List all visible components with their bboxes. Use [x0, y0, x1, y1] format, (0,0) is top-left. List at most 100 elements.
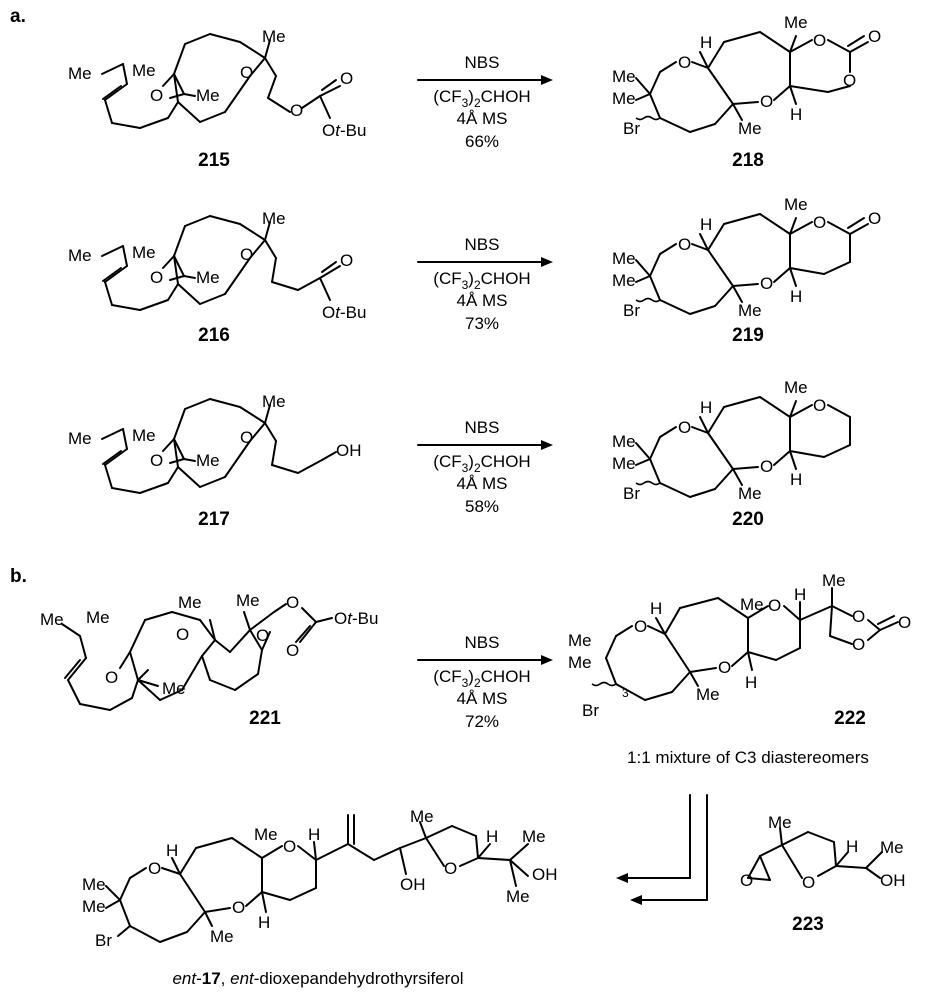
hydroxyl-label: OH — [336, 441, 362, 460]
me-label: Me — [68, 246, 92, 265]
sieves-text: 4Å MS — [456, 474, 507, 493]
hydrogen-label: H — [700, 398, 712, 417]
compound-number: 222 — [834, 708, 866, 729]
oxygen-label: O — [678, 235, 691, 254]
me-label: Me — [506, 887, 530, 906]
me-label: Me — [568, 653, 592, 672]
me-label: Me — [262, 209, 286, 228]
oxygen-label: O — [740, 871, 753, 890]
molecule-ent-17: Me Me O H Br O Me H Me O H OH Me O H Me … — [82, 807, 558, 950]
compound-number: 216 — [198, 325, 230, 346]
hydrogen-label: H — [166, 841, 178, 860]
me-label: Me — [86, 608, 110, 627]
oxygen-label: O — [240, 428, 253, 447]
final-product-name: ent-17, ent-dioxepandehydrothyrsiferol — [172, 969, 463, 988]
oxygen-label: O — [718, 658, 731, 677]
oxygen-label: O — [678, 53, 691, 72]
solvent-text: (CF3)2CHOH — [433, 87, 530, 110]
conditions-1: NBS (CF3)2CHOH 4Å MS 66% — [433, 53, 530, 151]
oxygen-label: O — [232, 898, 245, 917]
me-label: Me — [880, 838, 904, 857]
me-label: Me — [784, 378, 808, 397]
molecule-222: Me Me O H Br 3 O Me H Me O H Me O O O 22… — [568, 571, 911, 729]
reagent-text: NBS — [465, 235, 500, 254]
yield-text: 73% — [465, 314, 499, 333]
me-label: Me — [254, 825, 278, 844]
bromine-label: Br — [623, 301, 640, 320]
reagent-text: NBS — [465, 633, 500, 652]
hydrogen-label: H — [258, 913, 270, 932]
bromine-label: Br — [623, 484, 640, 503]
oxygen-label: O — [286, 641, 299, 660]
hydrogen-label: H — [790, 105, 802, 124]
me-label: Me — [568, 631, 592, 650]
compound-number: 215 — [198, 150, 230, 171]
panel-label-b: b. — [10, 566, 27, 587]
me-label: Me — [738, 301, 762, 320]
me-label: Me — [740, 595, 764, 614]
me-label: Me — [822, 571, 846, 590]
me-label: Me — [262, 392, 286, 411]
me-label: Me — [696, 685, 720, 704]
me-label: Me — [522, 827, 546, 846]
oxygen-label: O — [634, 617, 647, 636]
me-label: Me — [784, 195, 808, 214]
oxygen-label: O — [768, 596, 781, 615]
reaction-arrow-2 — [417, 257, 553, 267]
oxygen-label: O — [340, 69, 353, 88]
compound-number: 221 — [249, 708, 281, 729]
hydroxyl-label: OH — [532, 865, 558, 884]
me-label: Me — [196, 451, 220, 470]
panel-label-a: a. — [10, 6, 26, 27]
me-label: Me — [82, 875, 106, 894]
me-label: Me — [612, 271, 636, 290]
me-label: Me — [162, 679, 186, 698]
compound-number: 223 — [792, 914, 824, 935]
reaction-arrow-4 — [417, 655, 553, 665]
molecule-218: Me Me O H Br O Me H Me O O O 218 — [612, 13, 881, 171]
oxygen-label: O — [290, 101, 303, 120]
hydrogen-label: H — [794, 585, 806, 604]
compound-number: 220 — [732, 509, 764, 530]
me-label: Me — [768, 813, 792, 832]
me-label: Me — [178, 593, 202, 612]
molecule-217: Me Me O Me O Me OH 217 — [68, 392, 362, 530]
multi-step-arrow — [616, 794, 708, 905]
oxygen-label: O — [444, 859, 457, 878]
me-label: Me — [738, 119, 762, 138]
oxygen-label: O — [813, 213, 826, 232]
me-label: Me — [612, 67, 636, 86]
yield-text: 58% — [465, 497, 499, 516]
bromine-label: Br — [95, 931, 112, 950]
molecule-220: Me Me O H Br O Me H Me O 220 — [612, 378, 851, 530]
oxygen-label: O — [852, 635, 865, 654]
me-label: Me — [210, 927, 234, 946]
oxygen-label: O — [852, 607, 865, 626]
sieves-text: 4Å MS — [456, 689, 507, 708]
molecule-221: Me Me O Me O Me Me O O O Ot-Bu 221 — [40, 591, 378, 729]
solvent-text: (CF3)2CHOH — [433, 269, 530, 292]
yield-text: 72% — [465, 712, 499, 731]
sieves-text: 4Å MS — [456, 291, 507, 310]
me-label: Me — [132, 426, 156, 445]
oxygen-label: O — [678, 418, 691, 437]
me-label: Me — [784, 13, 808, 32]
me-label: Me — [612, 89, 636, 108]
sieves-text: 4Å MS — [456, 109, 507, 128]
me-label: Me — [738, 484, 762, 503]
conditions-3: NBS (CF3)2CHOH 4Å MS 58% — [433, 418, 530, 516]
hydrogen-label: H — [486, 827, 498, 846]
oxygen-label: O — [283, 837, 296, 856]
solvent-text: (CF3)2CHOH — [433, 452, 530, 475]
oxygen-label: O — [286, 593, 299, 612]
molecule-219: Me Me O H Br O Me H Me O O 219 — [612, 195, 881, 346]
reaction-arrow-3 — [417, 440, 553, 450]
bromine-label: Br — [582, 701, 599, 720]
oxygen-label: O — [240, 63, 253, 82]
oxygen-label: O — [150, 268, 163, 287]
ot-bu-label: Ot-Bu — [322, 121, 366, 140]
bromine-label: Br — [623, 119, 640, 138]
me-label: Me — [68, 429, 92, 448]
conditions-2: NBS (CF3)2CHOH 4Å MS 73% — [433, 235, 530, 333]
oxygen-label: O — [868, 27, 881, 46]
